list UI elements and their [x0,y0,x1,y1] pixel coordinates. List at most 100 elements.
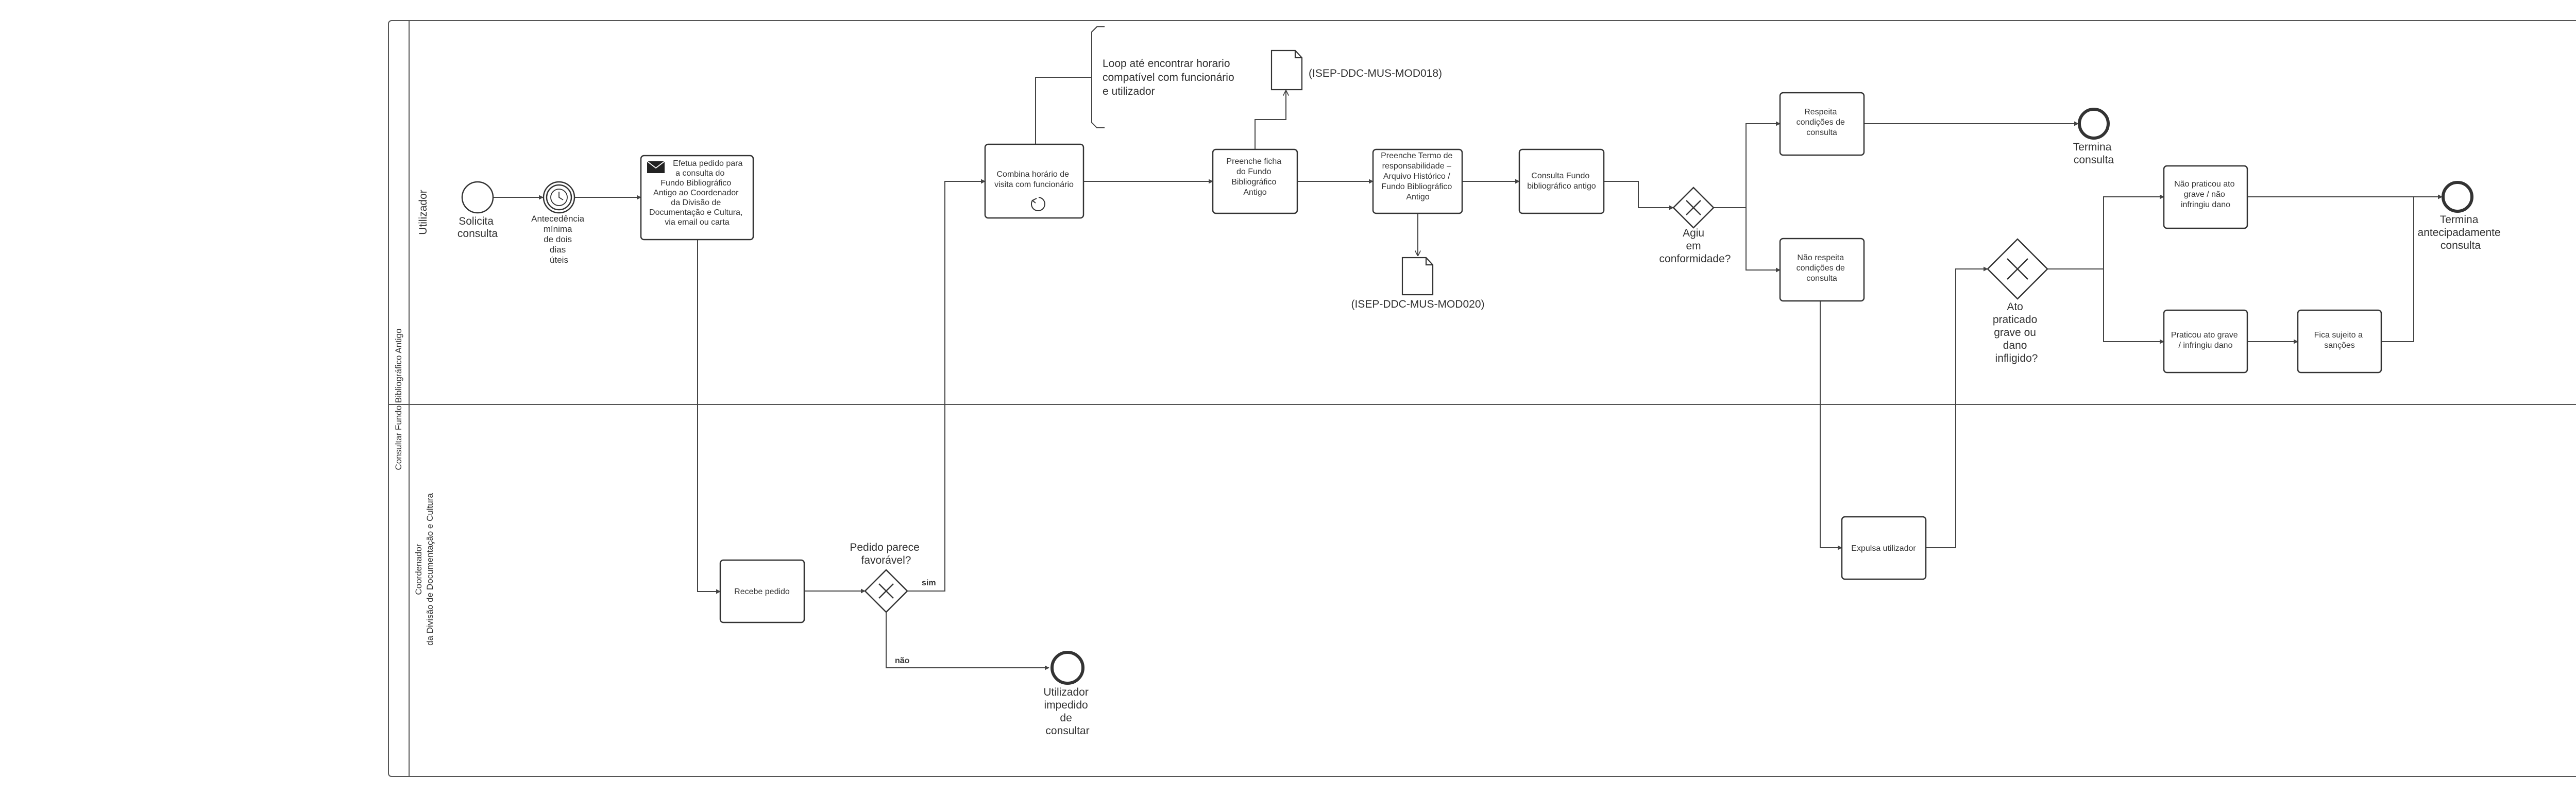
events [461,108,2473,685]
assoc-fill-doc018 [1255,91,1286,149]
flow-yes-label: sim [922,579,936,587]
label-line: bibliográfico antigo [1527,182,1596,191]
label-line: Efetua pedido para [673,159,742,168]
end-event-consult[interactable] [2078,108,2110,140]
x-icon [1686,200,1701,215]
label-line: Agiu [1683,227,1704,239]
label-line: Antigo [1243,188,1266,197]
label-line: consultar [1045,725,1089,737]
sequence-flows [494,121,2443,670]
timer-event-label: Antecedência mínima de dois dias úteis [531,214,587,265]
gateway-conformity[interactable] [1672,187,1715,229]
task-no-serious-label: Não praticou ato grave / não infringiu d… [2174,180,2237,209]
x-icon [878,583,894,599]
label-line: Preenche ficha [1226,157,1281,166]
pool-border [388,20,2576,777]
label-line: de [1060,712,1072,724]
label-line: Pedido parece [850,542,919,553]
task-fill-form[interactable] [1212,148,1298,214]
task-consult[interactable] [1518,148,1605,214]
label-line: dano [2003,340,2027,351]
label-line: Utilizador [1043,686,1089,698]
label-line: via email ou carta [665,218,729,227]
task-no-serious[interactable] [2163,165,2248,229]
label-line: Loop até encontrar horario [1103,58,1230,70]
label-line: Não respeita [1797,254,1844,262]
label-line: Consulta Fundo [1531,172,1589,180]
label-line: Não praticou ato [2174,180,2235,189]
gateway-favorable[interactable] [864,569,908,613]
document-icon-mod018[interactable] [1270,49,1303,91]
task-receive[interactable] [719,559,805,623]
flow-request-receive [697,240,721,594]
task-schedule[interactable] [984,143,1084,219]
gateway-favorable-label: Pedido parece favorável? [850,542,922,566]
flow-to-not-respects [1745,208,1781,273]
label-line: Recebe pedido [734,587,790,596]
pool-title: Consultar Fundo Bibliográfico Antigo [394,329,403,470]
gateway-conformity-label: Agiu em conformidade? [1659,227,1731,265]
start-event[interactable] [461,181,494,214]
timer-event[interactable] [543,181,575,214]
end-event-early-label: Termina antecipadamente consulta [2418,214,2504,251]
flow-to-respects [1714,121,1781,208]
x-icon [2007,258,2028,280]
label-line: favorável? [861,554,911,566]
clock-hands-icon [558,192,564,200]
task-respects-label: Respeita condições de consulta [1797,108,1848,137]
flow-consult-gateway [1604,181,1674,210]
label-line: em [1686,240,1701,252]
label-line: conformidade? [1659,253,1731,265]
label-line: e utilizador [1103,86,1155,97]
task-respects[interactable] [1779,92,1865,156]
label-line: consulta [1806,274,1837,283]
assoc-schedule-annotation [1035,77,1092,144]
label-line: Bibliográfico [1231,178,1276,187]
gateways [864,187,2048,613]
lane-coordinator-line-2: da Divisão de Documentação e Cultura [425,493,435,646]
lane-user-label: Utilizador [417,190,429,235]
document-mod018-label: (ISEP-DDC-MUS-MOD018) [1309,68,1442,79]
label-line: Preenche Termo de [1381,151,1452,160]
label-line: infringiu dano [2181,200,2230,209]
task-expel[interactable] [1841,516,1927,580]
task-serious[interactable] [2163,309,2248,374]
flow-gateway-no-serious [2047,194,2164,269]
label-line: sanções [2324,341,2355,350]
task-request-label: Efetua pedido para a consulta do Fundo B… [649,159,745,227]
document-mod020-label: (ISEP-DDC-MUS-MOD020) [1351,298,1484,310]
task-not-respects[interactable] [1779,238,1865,302]
label-line: grave ou [1994,327,2036,339]
label-line: antecipadamente [2418,227,2501,239]
label-line: consulta [2074,154,2114,166]
label-line: Arquivo Histórico / [1383,172,1450,181]
end-event-early[interactable] [2442,181,2473,213]
task-request[interactable] [640,155,754,241]
envelope-icon [647,161,665,173]
task-sanctions[interactable] [2297,309,2382,374]
task-fill-term-label: Preenche Termo de responsabilidade – Arq… [1381,151,1455,201]
label-line: Praticou ato grave [2171,331,2238,340]
label-line: condições de [1797,118,1845,127]
label-line: infligido? [1995,352,2038,364]
gateway-serious-act[interactable] [1987,238,2048,300]
label-line: visita com funcionário [994,180,1074,189]
labels: Solicita consulta Antecedência mínima de… [457,58,2504,737]
label-line: Termina [2440,214,2479,226]
label-line: Fundo Bibliográfico [1381,182,1452,191]
label-line: a consulta do [675,169,724,178]
end-event-blocked[interactable] [1050,651,1084,685]
loop-arrowhead-icon [1031,198,1037,204]
task-consult-label: Consulta Fundo bibliográfico antigo [1527,172,1596,191]
clock-icon [550,189,568,206]
flow-no-label: não [895,656,910,665]
envelope-flap-icon [647,161,665,169]
label-line: responsabilidade – [1382,162,1451,171]
task-fill-term[interactable] [1372,148,1463,214]
task-not-respects-label: Não respeita condições de consulta [1797,254,1848,283]
label-line: da Divisão de [671,198,721,207]
annotation-bracket [1091,26,1105,128]
flow-yes [886,179,986,592]
document-icon-mod020[interactable] [1401,257,1434,296]
label-line: consulta [457,228,498,240]
